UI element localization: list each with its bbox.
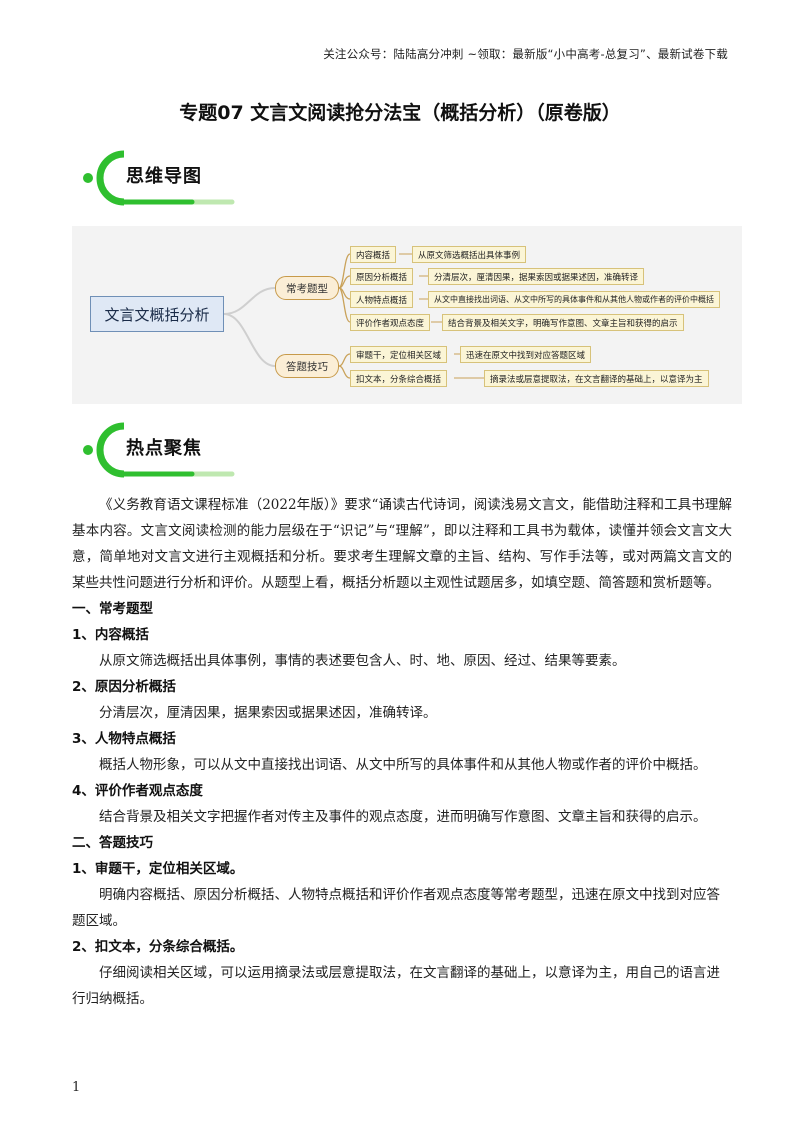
mind-map-leaf-desc: 分清层次，厘清因果，据果索因或据果述因，准确转译	[428, 268, 645, 285]
part1-item-text: 概括人物形象，可以从文中直接找出词语、从文中所写的具体事件和从其他人物或作者的评…	[99, 757, 707, 773]
banner-ring-icon	[83, 422, 235, 478]
part1-item-heading: 1、内容概括	[72, 627, 149, 643]
mind-map-branch-question-types: 常考题型	[275, 276, 339, 300]
page-number: 1	[72, 1080, 81, 1095]
mind-map-leaf-type: 内容概括	[350, 246, 397, 263]
part2-item-text: 明确内容概括、原因分析概括、人物特点概括和评价作者观点态度等常考题型，迅速在原文…	[72, 887, 720, 929]
mind-map-branch-answer-skills: 答题技巧	[275, 354, 339, 378]
header-note: 关注公众号：陆陆高分冲刺 ~领取：最新版“小中高考-总复习”、最新试卷下载	[323, 47, 728, 61]
mind-map-leaf-desc: 从文中直接找出词语、从文中所写的具体事件和从其他人物或作者的评价中概括	[428, 291, 720, 308]
article-body: 《义务教育语文课程标准（2022年版）》要求“诵读古代诗词，阅读浅易文言文，能借…	[72, 492, 732, 1012]
mind-map-leaf-type: 审题干，定位相关区域	[350, 346, 448, 363]
hotspot-section-banner: 热点聚焦	[82, 420, 242, 480]
mindmap-section-banner: 思维导图	[82, 148, 242, 208]
mind-map-leaf-type: 原因分析概括	[350, 268, 414, 285]
intro-paragraph: 《义务教育语文课程标准（2022年版）》要求“诵读古代诗词，阅读浅易文言文，能借…	[72, 497, 732, 591]
part1-item-text: 结合背景及相关文字把握作者对传主及事件的观点态度，进而明确写作意图、文章主旨和获…	[99, 809, 707, 825]
mind-map-leaf-type: 人物特点概括	[350, 291, 414, 308]
part2-item-heading: 1、审题干，定位相关区域。	[72, 861, 244, 877]
banner-ring-icon	[83, 150, 235, 206]
part1-item-heading: 2、原因分析概括	[72, 679, 176, 695]
mind-map-leaf-desc: 摘录法或层意提取法，在文言翻译的基础上，以意译为主	[484, 370, 709, 387]
mind-map: 文言文概括分析 常考题型 答题技巧 内容概括 从原文筛选概括出具体事例 原因分析…	[72, 226, 742, 404]
mind-map-connectors	[223, 253, 484, 379]
mind-map-leaf-desc: 结合背景及相关文字，明确写作意图、文章主旨和获得的启示	[442, 314, 684, 331]
part1-item-heading: 3、人物特点概括	[72, 731, 176, 747]
mind-map-leaf-desc: 迅速在原文中找到对应答题区域	[460, 346, 592, 363]
part2-heading: 二、答题技巧	[72, 835, 153, 851]
part1-heading: 一、常考题型	[72, 601, 153, 617]
hotspot-banner-label: 热点聚焦	[126, 438, 202, 459]
part2-item-heading: 2、扣文本，分条综合概括。	[72, 939, 244, 955]
part1-item-text: 分清层次，厘清因果，据果索因或据果述因，准确转译。	[99, 705, 437, 721]
mind-map-leaf-desc: 从原文筛选概括出具体事例	[412, 246, 527, 263]
mind-map-leaf-type: 评价作者观点态度	[350, 314, 431, 331]
mindmap-banner-label: 思维导图	[126, 166, 202, 187]
page-title: 专题07 文言文阅读抢分法宝（概括分析）（原卷版）	[179, 102, 621, 124]
part1-item-text: 从原文筛选概括出具体事例，事情的表述要包含人、时、地、原因、经过、结果等要素。	[99, 653, 626, 669]
mind-map-root: 文言文概括分析	[90, 296, 224, 332]
mind-map-leaf-type: 扣文本，分条综合概括	[350, 370, 448, 387]
part2-item-text: 仔细阅读相关区域，可以运用摘录法或层意提取法，在文言翻译的基础上，以意译为主，用…	[72, 965, 720, 1007]
part1-item-heading: 4、评价作者观点态度	[72, 783, 203, 799]
